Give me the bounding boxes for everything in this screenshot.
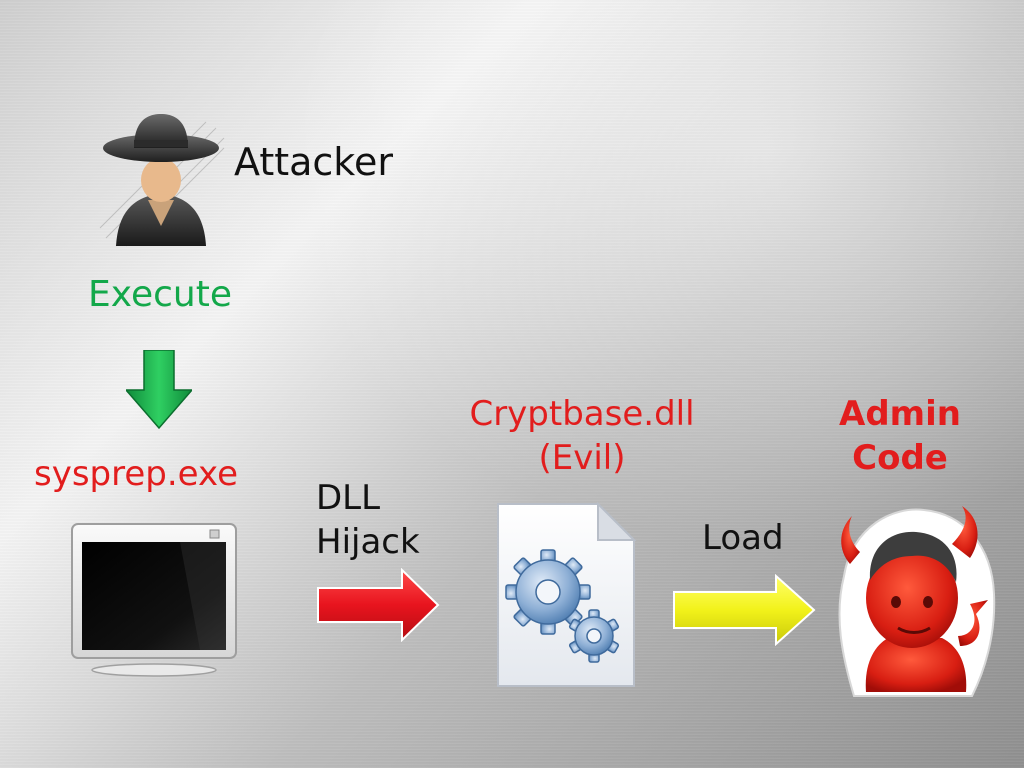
attacker-label: Attacker bbox=[234, 140, 393, 184]
load-arrow-icon bbox=[673, 574, 816, 646]
dll-label-line2: (Evil) bbox=[538, 438, 626, 478]
result-label-line1: Admin bbox=[839, 394, 961, 434]
hijack-label: DLL Hijack bbox=[316, 476, 420, 564]
devil-icon bbox=[838, 506, 996, 697]
result-label-line2: Code bbox=[852, 438, 948, 478]
result-label: Admin Code bbox=[810, 392, 990, 480]
attacker-icon bbox=[99, 114, 225, 247]
dll-label-line1: Cryptbase.dll bbox=[469, 394, 695, 434]
hijack-arrow-icon bbox=[317, 568, 440, 642]
monitor-icon bbox=[71, 523, 237, 677]
dll-file-gears-icon bbox=[497, 501, 637, 687]
load-label: Load bbox=[702, 518, 784, 558]
process-label: sysprep.exe bbox=[34, 454, 238, 494]
hijack-label-line1: DLL bbox=[316, 478, 381, 518]
hijack-label-line2: Hijack bbox=[316, 522, 420, 562]
execute-label: Execute bbox=[88, 274, 232, 315]
execute-down-arrow-icon bbox=[126, 350, 192, 430]
dll-label: Cryptbase.dll (Evil) bbox=[448, 392, 716, 480]
